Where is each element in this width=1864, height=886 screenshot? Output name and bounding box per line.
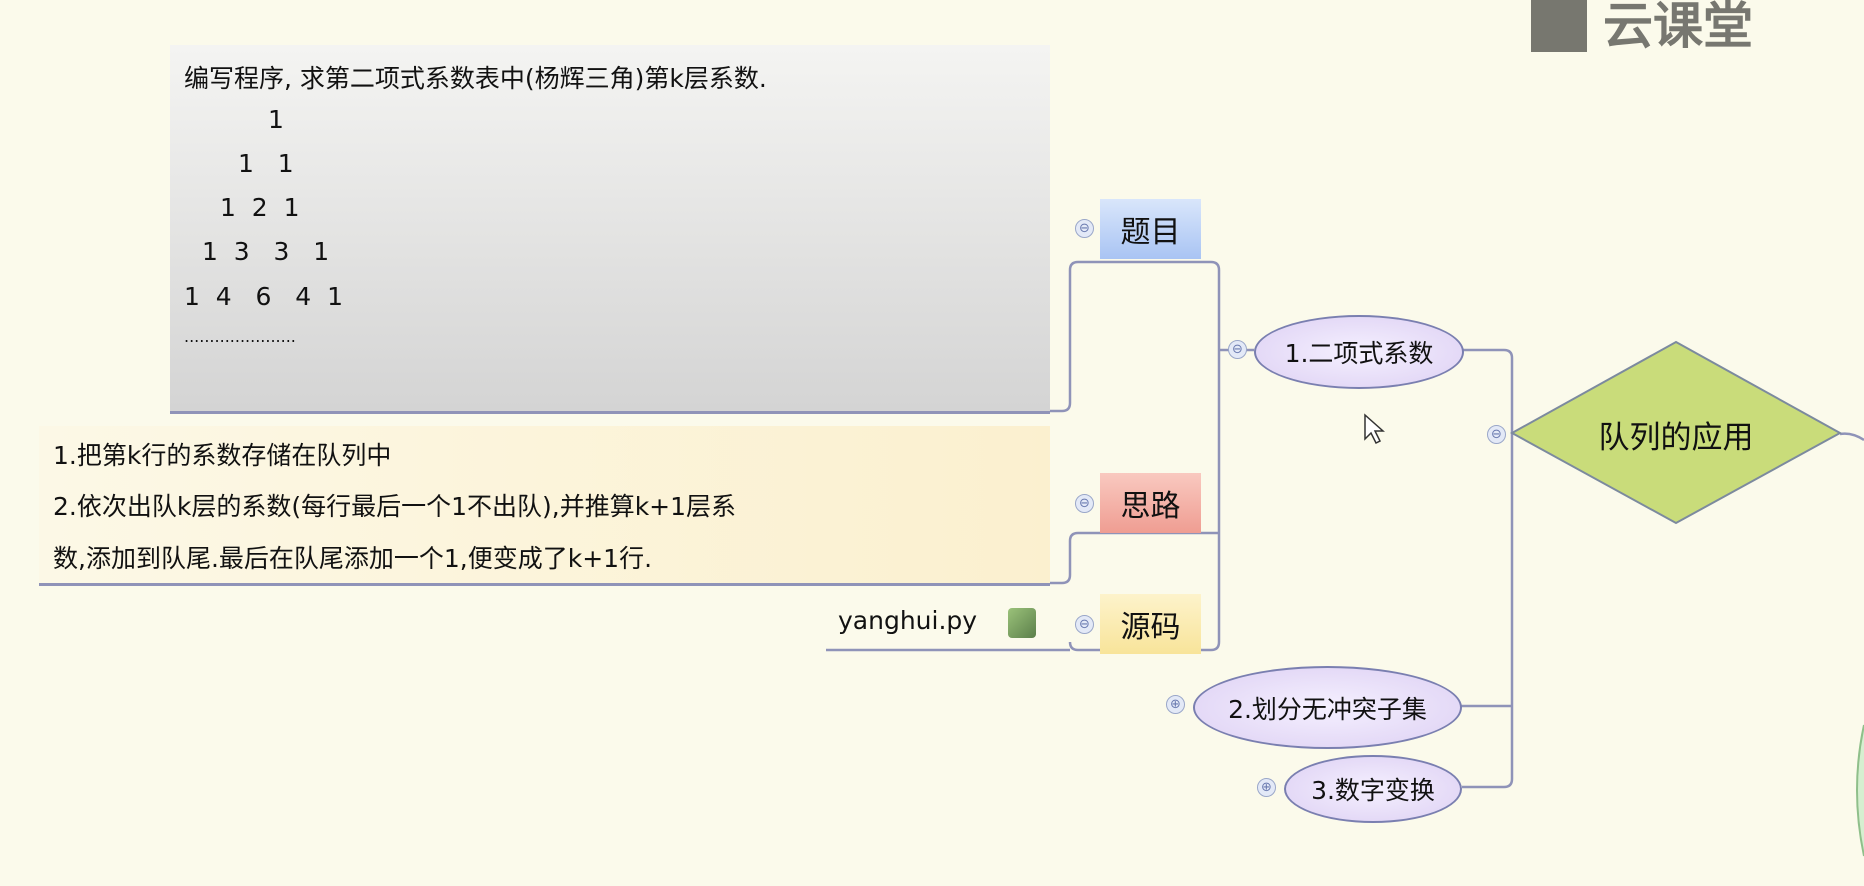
root-diamond[interactable]: [1509, 340, 1843, 525]
idea-line: 数,添加到队尾.最后在队尾添加一个1,便变成了k+1行.: [53, 544, 653, 573]
topic-problem[interactable]: 题目: [1100, 199, 1201, 259]
green-circle-edge: [1856, 724, 1864, 857]
book-icon: [1531, 0, 1587, 52]
root-collapse-toggle[interactable]: ⊖: [1487, 425, 1506, 444]
triangle-row: ......................: [184, 327, 296, 346]
branch-number-transform[interactable]: 3.数字变换: [1284, 755, 1462, 823]
problem-title: 编写程序, 求第二项式系数表中(杨辉三角)第k层系数.: [184, 64, 767, 93]
idea-note: 1.把第k行的系数存储在队列中 2.依次出队k层的系数(每行最后一个1不出队),…: [39, 426, 1050, 586]
logo: 云课堂: [1531, 0, 1753, 58]
idea-collapse-toggle[interactable]: ⊖: [1075, 494, 1094, 513]
mouse-cursor-icon: [1364, 413, 1385, 445]
branch-subsets-toggle[interactable]: ⊕: [1166, 695, 1185, 714]
triangle-row: 1 1: [238, 149, 294, 178]
root-label: 队列的应用: [1598, 420, 1754, 456]
branch-transform-toggle[interactable]: ⊕: [1257, 778, 1276, 797]
attachment-yanghui[interactable]: yanghui.py: [838, 606, 978, 635]
problem-collapse-toggle[interactable]: ⊖: [1075, 219, 1094, 238]
idea-line: 1.把第k行的系数存储在队列中: [53, 441, 392, 470]
branch-binomial[interactable]: 1.二项式系数: [1254, 315, 1464, 389]
triangle-row: 1 4 6 4 1: [184, 282, 343, 311]
python-file-icon[interactable]: [1008, 608, 1036, 638]
branch-binomial-toggle[interactable]: ⊖: [1228, 340, 1247, 359]
triangle-row: 1 2 1: [220, 193, 300, 222]
idea-line: 2.依次出队k层的系数(每行最后一个1不出队),并推算k+1层系: [53, 492, 737, 521]
triangle-row: 1 3 3 1: [202, 237, 330, 266]
branch-conflict-free-subsets[interactable]: 2.划分无冲突子集: [1193, 666, 1462, 749]
problem-note: 编写程序, 求第二项式系数表中(杨辉三角)第k层系数. 1 1 1 1 2 1 …: [170, 45, 1050, 414]
source-collapse-toggle[interactable]: ⊖: [1075, 615, 1094, 634]
triangle-row: 1: [268, 105, 284, 134]
topic-source[interactable]: 源码: [1100, 594, 1201, 654]
topic-idea[interactable]: 思路: [1100, 473, 1201, 533]
